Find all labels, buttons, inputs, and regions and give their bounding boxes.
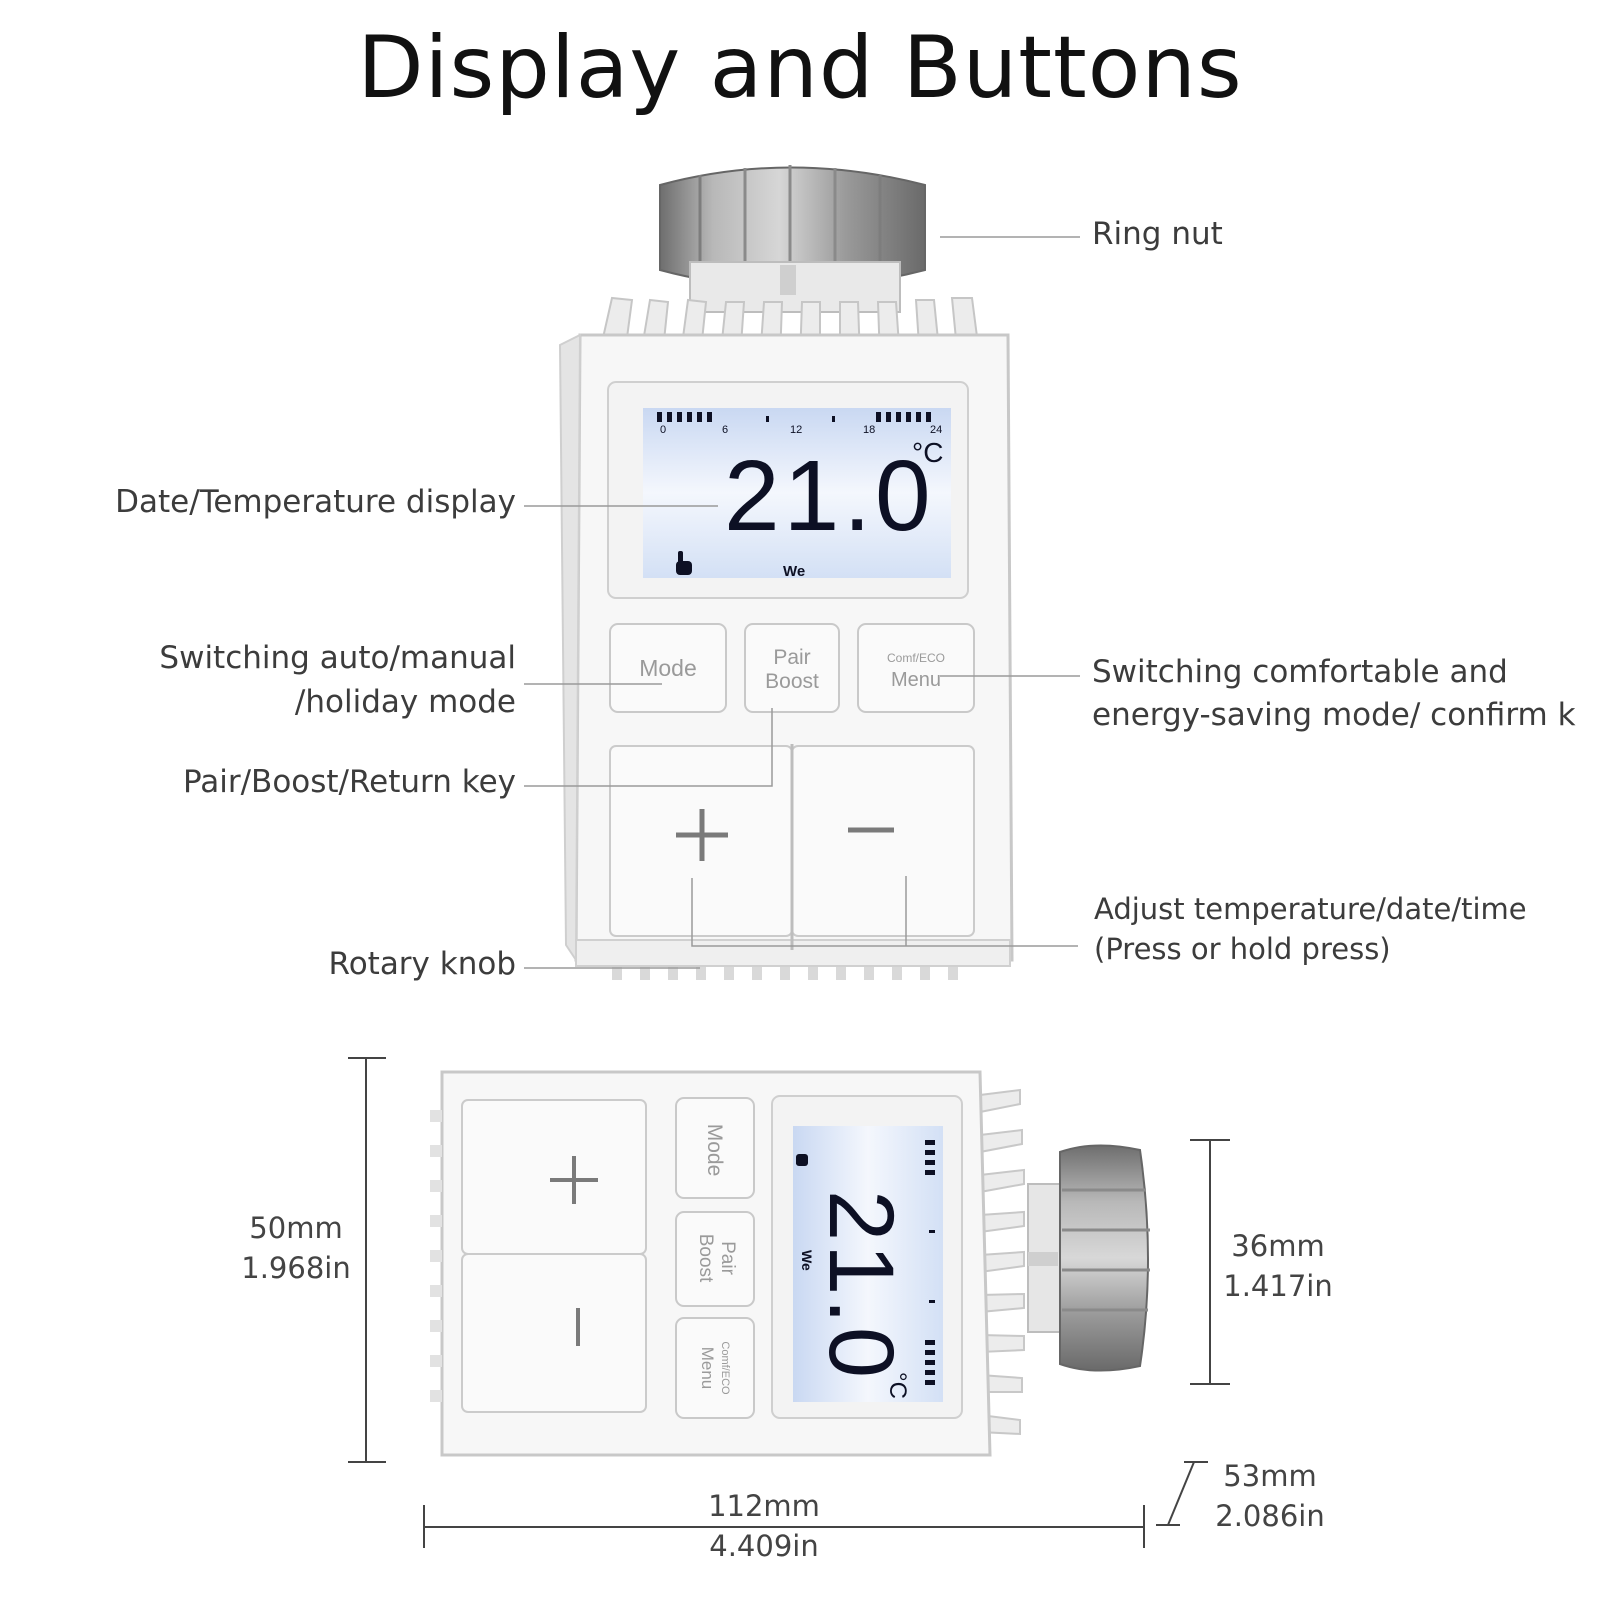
mode-button-side[interactable]: Mode bbox=[675, 1097, 755, 1199]
hand-icon bbox=[676, 551, 692, 575]
depth-dimension: 53mm 2.086in bbox=[1200, 1456, 1340, 1536]
temperature-unit: °C bbox=[912, 437, 943, 468]
menu-side-label: Menu bbox=[698, 1347, 717, 1390]
pair-side-label: Pair bbox=[717, 1241, 738, 1275]
timeline-bar bbox=[657, 412, 931, 422]
mode-label-line2: /holiday mode bbox=[294, 684, 516, 720]
day-indicator-side: We bbox=[799, 1250, 815, 1271]
comfort-label-line1: Switching comfortable and bbox=[1092, 654, 1508, 690]
tick-label-18: 18 bbox=[863, 424, 875, 436]
adjust-label-line1: Adjust temperature/date/time bbox=[1094, 892, 1527, 926]
mode-label-line1: Switching auto/manual bbox=[159, 640, 516, 676]
minus-button[interactable] bbox=[791, 745, 975, 937]
comf-eco-menu-button-side[interactable]: Comf/ECO Menu bbox=[675, 1317, 755, 1419]
tick-label-12: 12 bbox=[790, 424, 802, 436]
mode-button-label: Mode bbox=[639, 655, 697, 681]
ring-nut-side bbox=[1027, 1144, 1150, 1372]
device-front-view: 0 6 12 18 24 21.0 °C We Mode Pair Boost … bbox=[524, 165, 1080, 980]
lcd-screen bbox=[643, 408, 951, 578]
menu-label: Menu bbox=[891, 669, 941, 691]
height-mm: 50mm bbox=[249, 1211, 343, 1245]
plus-button[interactable] bbox=[609, 745, 793, 937]
mode-button[interactable]: Mode bbox=[609, 623, 727, 713]
pair-label: Pair bbox=[773, 646, 810, 669]
knob-mm: 36mm bbox=[1231, 1229, 1325, 1263]
depth-in: 2.086in bbox=[1215, 1499, 1325, 1533]
ring-nut-label: Ring nut bbox=[1092, 216, 1223, 252]
page-title: Display and Buttons bbox=[357, 18, 1243, 118]
pair-key-label: Pair/Boost/Return key bbox=[182, 764, 516, 800]
day-indicator: We bbox=[783, 563, 805, 580]
pair-boost-button[interactable]: Pair Boost bbox=[744, 623, 840, 713]
mode-side-label: Mode bbox=[703, 1124, 726, 1177]
boost-label: Boost bbox=[765, 670, 819, 693]
pair-boost-button-side[interactable]: Pair Boost bbox=[675, 1211, 755, 1307]
tick-label-6: 6 bbox=[722, 424, 728, 436]
callout-lines bbox=[524, 236, 1080, 969]
plus-button-side[interactable] bbox=[461, 1099, 647, 1255]
rotary-knob-label: Rotary knob bbox=[328, 946, 516, 982]
rotary-knob-ridges bbox=[612, 966, 958, 980]
knob-dimension: 36mm 1.417in bbox=[1208, 1226, 1348, 1306]
temperature-unit-side: °C bbox=[884, 1372, 911, 1399]
ring-nut bbox=[659, 165, 926, 313]
boost-side-label: Boost bbox=[695, 1234, 716, 1283]
length-in: 4.409in bbox=[709, 1529, 819, 1563]
length-mm: 112mm bbox=[708, 1489, 820, 1523]
tick-label-0: 0 bbox=[660, 424, 666, 436]
comf-eco-label: Comf/ECO bbox=[887, 651, 945, 665]
length-dimension: 112mm 4.409in bbox=[694, 1486, 834, 1566]
depth-mm: 53mm bbox=[1223, 1459, 1317, 1493]
knob-in: 1.417in bbox=[1223, 1269, 1333, 1303]
comf-eco-side-label: Comf/ECO bbox=[719, 1341, 731, 1395]
tick-label-24: 24 bbox=[930, 424, 942, 436]
device-side-view: Mode Pair Boost Comf/ECO Menu 21.0 °C We bbox=[348, 1057, 1230, 1548]
temperature-readout: 21.0 bbox=[724, 440, 935, 552]
adjust-label-line2: (Press or hold press) bbox=[1094, 932, 1391, 966]
comf-eco-menu-button[interactable]: Comf/ECO Menu bbox=[857, 623, 975, 713]
height-in: 1.968in bbox=[241, 1251, 351, 1285]
dimension-lines bbox=[348, 1057, 1230, 1548]
lcd-screen-side bbox=[793, 1126, 943, 1402]
height-dimension: 50mm 1.968in bbox=[226, 1208, 366, 1288]
minus-button-side[interactable] bbox=[461, 1253, 647, 1413]
temperature-readout-side: 21.0 bbox=[810, 1190, 912, 1381]
comfort-label-line2: energy-saving mode/ confirm k bbox=[1092, 697, 1576, 733]
display-label: Date/Temperature display bbox=[115, 484, 516, 520]
